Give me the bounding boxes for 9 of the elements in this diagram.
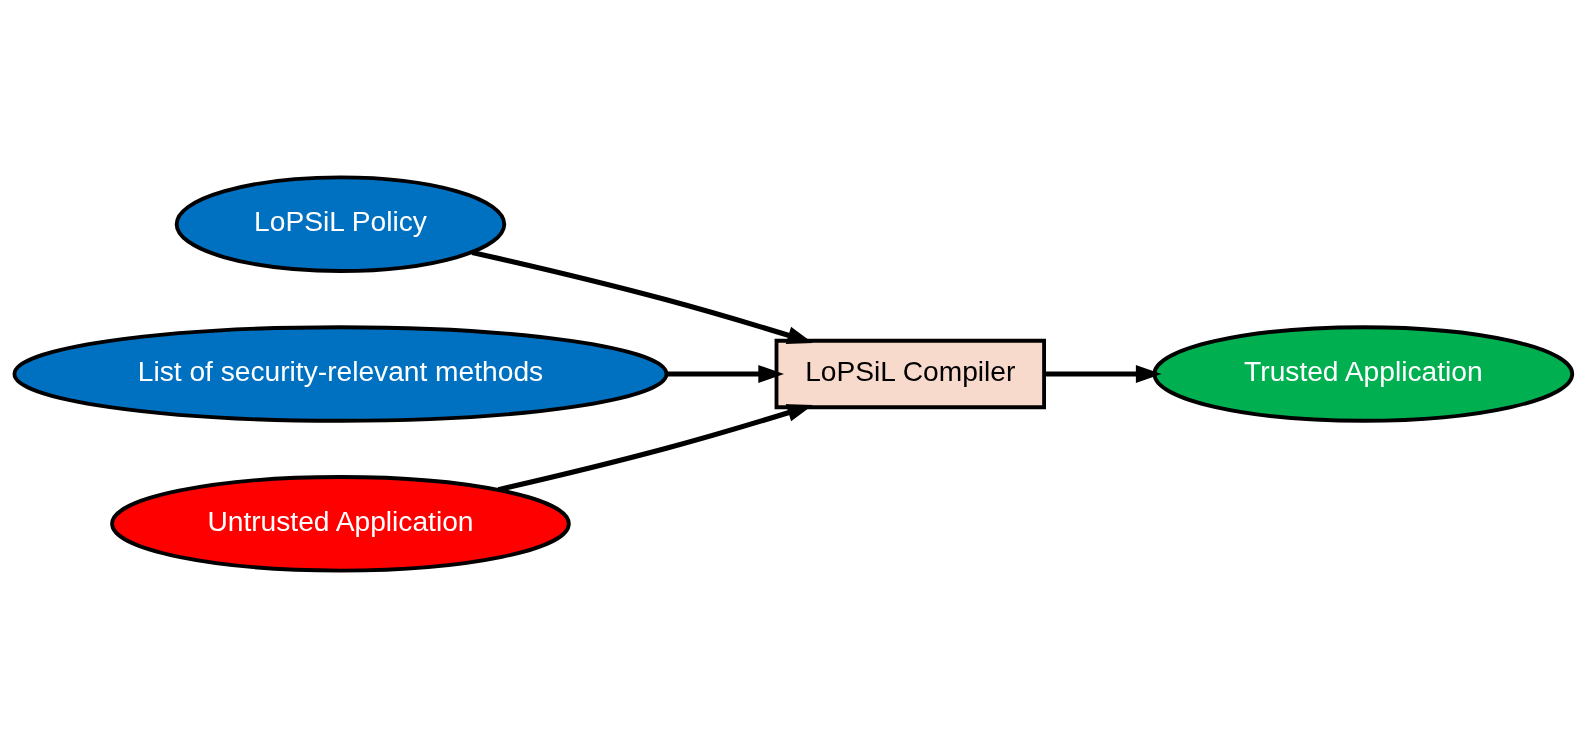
arrow (497, 403, 813, 492)
arrow (471, 249, 813, 344)
node-ellipse: LoPSiL Policy (174, 175, 507, 273)
arrow (1044, 364, 1162, 383)
node-box: LoPSiL Compiler (774, 338, 1046, 409)
node-ellipse: Untrusted Application (110, 474, 571, 572)
node-ellipse: Trusted Application (1152, 324, 1575, 423)
node-ellipse: List of security-relevant methods (12, 324, 669, 423)
arrow (666, 364, 784, 383)
